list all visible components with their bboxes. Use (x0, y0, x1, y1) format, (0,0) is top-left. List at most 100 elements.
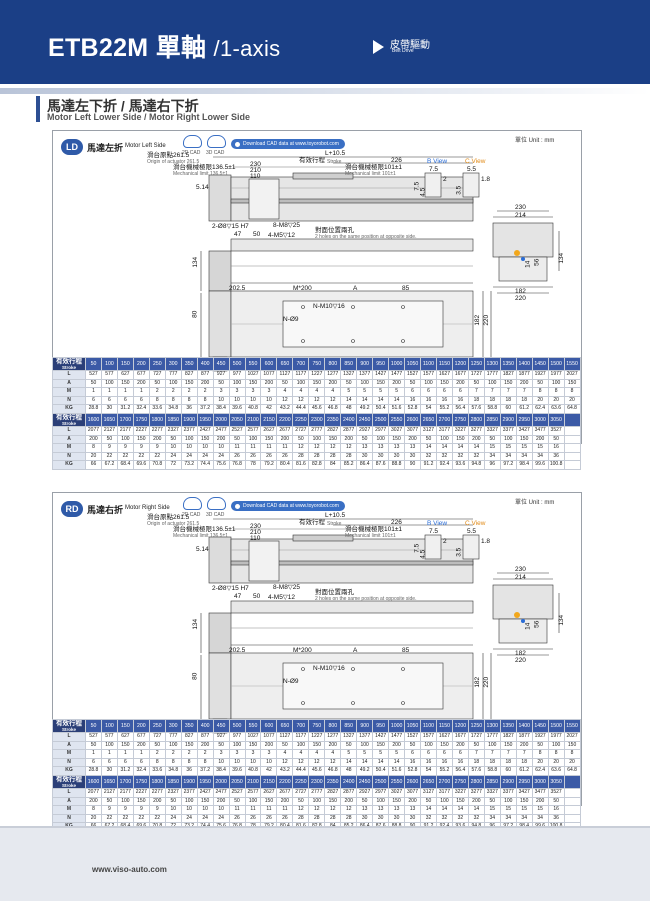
spec-cell: 1727 (467, 370, 485, 380)
spec-cell: 50 (100, 434, 118, 445)
spec-cell: 200 (276, 434, 294, 445)
spec-cell: 14 (467, 443, 485, 453)
spec-cell: 200 (340, 434, 358, 445)
stroke-cell: 1350 (499, 357, 517, 371)
spec-cell: 26 (260, 813, 278, 824)
spec-cell: 1127 (276, 732, 294, 742)
spec-cell: 150 (324, 434, 342, 445)
spec-cell: 100 (483, 740, 501, 751)
stroke-cell: 1250 (467, 719, 485, 733)
spec-cell: 8 (196, 395, 214, 406)
spec-cell: 4 (292, 387, 310, 397)
spec-cell: 30 (100, 404, 118, 414)
spec-cell: 6 (132, 757, 150, 768)
spec-cell: 50 (212, 740, 230, 751)
spec-cell: 2077 (85, 787, 102, 798)
stroke-cell: 3000 (531, 774, 549, 789)
spec-cell: 26 (244, 813, 262, 824)
spec-cell: 977 (228, 732, 246, 742)
stroke-cell: 1500 (547, 719, 565, 733)
spec-cell: 11 (260, 443, 278, 453)
dim-holes-c: 4-M5▽12 (268, 232, 296, 239)
spec-cell: 7 (515, 749, 533, 759)
spec-cell: 13 (356, 805, 374, 815)
row-label: L (52, 425, 86, 436)
spec-cell: 150 (196, 796, 214, 807)
spec-cell: 1777 (483, 732, 501, 742)
footer-bar (0, 826, 650, 901)
cad-2d-label[interactable]: 2D CAD (182, 512, 201, 518)
cad-3d-label[interactable]: 3D CAD (206, 150, 225, 156)
spec-cell: 50 (164, 796, 182, 807)
spec-cell: 50 (547, 796, 565, 807)
spec-cell: 877 (196, 370, 214, 380)
spec-cell: 11 (260, 805, 278, 815)
cad-download-button[interactable]: Download CAD data at www.toyorobot.com (231, 139, 345, 149)
cloud-2d-icon[interactable] (183, 135, 202, 148)
stroke-cell: 2600 (404, 774, 422, 789)
stroke-cell: 1450 (531, 357, 549, 371)
stroke-cell: 50 (85, 357, 102, 371)
stroke-cell: 200 (132, 357, 150, 371)
spec-cell: 150 (499, 740, 517, 751)
spec-cell: 32 (435, 813, 453, 824)
spec-cell: 150 (196, 434, 214, 445)
spec-cell: 46.8 (324, 404, 342, 414)
footer-divider (0, 826, 650, 828)
spec-cell: 50 (467, 378, 485, 389)
panel-title-en: Motor Right Side (125, 505, 170, 511)
stroke-cell: 1200 (451, 357, 469, 371)
stroke-cell: 650 (276, 719, 294, 733)
spec-cell: 34 (499, 451, 517, 462)
spec-cell: 34 (515, 813, 533, 824)
spec-cell: 100 (180, 434, 198, 445)
cloud-3d-icon[interactable] (207, 135, 226, 148)
cad-3d-label[interactable]: 3D CAD (206, 512, 225, 518)
spec-cell: 14 (356, 395, 374, 406)
dim-c-5-5: 5.5 (467, 166, 477, 173)
spec-cell: 3 (244, 749, 262, 759)
spec-cell: 150 (372, 378, 390, 389)
spec-cell: 2127 (100, 425, 118, 436)
spec-cell: 22 (148, 451, 166, 462)
spec-cell: 2527 (228, 425, 246, 436)
spec-cell: 100 (228, 740, 246, 751)
spec-cell: 28 (308, 813, 326, 824)
spec-cell: 50 (420, 796, 437, 807)
spec-cell: 100 (180, 796, 198, 807)
spec-cell: 62.4 (531, 766, 549, 776)
spec-cell: 43.2 (276, 404, 294, 414)
spec-cell: 22 (100, 451, 118, 462)
spec-cell: 58.8 (483, 404, 501, 414)
spec-cell: 44.4 (292, 404, 310, 414)
cad-2d-label[interactable]: 2D CAD (182, 150, 201, 156)
stroke-cell: 1150 (435, 357, 453, 371)
stroke-cell: 2700 (435, 412, 453, 427)
spec-cell: 26 (276, 813, 294, 824)
row-label: A (52, 740, 86, 751)
spec-cell: 16 (547, 805, 565, 815)
stroke-cell: 2800 (467, 412, 485, 427)
spec-cell: 2577 (244, 787, 262, 798)
spec-cell: 12 (308, 443, 326, 453)
dim-210: 210 (250, 167, 261, 174)
spec-cell: 2 (180, 387, 198, 397)
spec-cell: 2727 (292, 425, 310, 436)
cloud-2d-icon[interactable] (183, 497, 202, 510)
stroke-cell: 2450 (356, 412, 374, 427)
spec-cell: 81.6 (292, 460, 310, 470)
spec-cell: 100 (547, 378, 565, 389)
spec-cell: 2 (180, 749, 198, 759)
dim-n9: N-Ø9 (283, 678, 299, 685)
stroke-cell: 1300 (483, 357, 501, 371)
cad-download-button[interactable]: Download CAD data at www.toyorobot.com (231, 501, 345, 511)
spec-cell: 12 (276, 757, 294, 768)
stroke-cell: 2100 (244, 774, 262, 789)
stroke-cell: 700 (292, 357, 310, 371)
stroke-cell: 50 (85, 719, 102, 733)
cloud-3d-icon[interactable] (207, 497, 226, 510)
spec-cell: 50 (404, 740, 422, 751)
footer-url[interactable]: www.viso-auto.com (92, 865, 167, 874)
